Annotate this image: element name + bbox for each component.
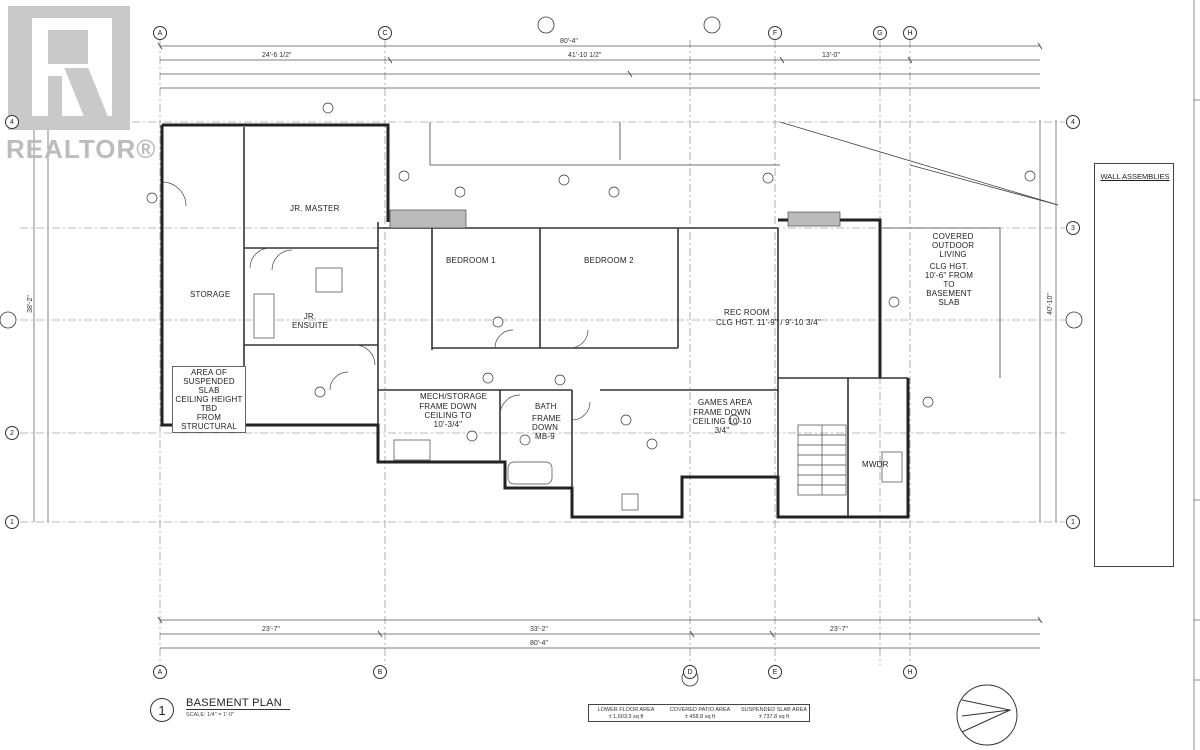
hatched-slab-area [389, 209, 467, 229]
grid-bubble-bottom-B: B [373, 665, 387, 679]
realtor-logo-text: REALTOR® [6, 134, 157, 164]
drawing-scale: SCALE: 1/4" = 1'-0" [186, 712, 234, 718]
grid-bubble-right-3: 3 [1066, 221, 1080, 235]
drawing-title: BASEMENT PLAN [186, 697, 283, 709]
room-games-area-ceiling: FRAME DOWN CEILING 10'-10 3/4" [692, 408, 752, 435]
light-fixtures [146, 102, 1036, 450]
room-jr-master: JR. MASTER [290, 204, 340, 213]
covered-outdoor-outline [429, 121, 1059, 378]
realtor-logo-mark-icon [8, 6, 130, 130]
drawing-number: 1 [150, 698, 174, 722]
area-patio-value: ± 458.8 sq ft [684, 714, 716, 720]
plumbing-fixtures [253, 267, 903, 511]
room-mech-storage: MECH/STORAGE [420, 392, 488, 401]
room-mech-storage-ceiling: FRAME DOWN CEILING TO 10'-3/4" [419, 402, 477, 429]
suspended-slab-note: AREA OF SUSPENDED SLAB CEILING HEIGHT TB… [172, 366, 246, 433]
legend-title: WALL ASSEMBLIES [1100, 172, 1170, 181]
grid-bubble-top-F: F [768, 26, 782, 40]
area-slab-label: SUSPENDED SLAB AREA [740, 707, 808, 713]
north-arrow-icon [956, 684, 1018, 746]
grid-bubble-bottom-H: H [903, 665, 917, 679]
dim-left-overall: 38'-2" [26, 295, 34, 313]
room-games-area: GAMES AREA [698, 398, 753, 407]
realtor-logo: REALTOR® [6, 6, 155, 164]
grid-bubble-left-1: 1 [5, 515, 19, 529]
grid-bubble-left-4: 4 [5, 115, 19, 129]
grid-bubble-top-A: A [153, 26, 167, 40]
top-dimension-lines [33, 45, 1057, 649]
grid-bubble-bottom-D: D [683, 665, 697, 679]
dim-top-c: 13'-0" [822, 52, 840, 59]
dim-right-overall: 40'-10" [1046, 293, 1054, 315]
grid-bubble-right-4: 4 [1066, 115, 1080, 129]
grid-bubble-right-1: 1 [1066, 515, 1080, 529]
door-swings [161, 181, 591, 421]
grid-bubble-bottom-E: E [768, 665, 782, 679]
room-storage: STORAGE [190, 290, 231, 299]
dim-top-b: 41'-10 1/2" [568, 52, 602, 59]
grid-bubble-top-H: H [903, 26, 917, 40]
title-underline [186, 709, 290, 710]
dim-bottom-overall: 80'-4" [530, 640, 548, 647]
grid-bubble-left-2: 2 [5, 426, 19, 440]
room-bedroom-2: BEDROOM 2 [584, 256, 634, 265]
hatched-slab-area-2 [787, 211, 841, 227]
room-rec-room: REC ROOM [724, 308, 770, 317]
drawing-title-block: 1 BASEMENT PLAN SCALE: 1/4" = 1'-0" [150, 693, 450, 733]
grid-lines [20, 40, 1065, 665]
staircase [797, 424, 847, 496]
area-lower-value: ± 1,603.3 sq ft [608, 714, 644, 720]
room-bath: BATH [535, 402, 557, 411]
room-covered-outdoor-living: COVERED OUTDOOR LIVING [932, 232, 975, 259]
dim-bottom-b: 33'-2" [530, 626, 548, 633]
dim-top-a: 24'-6 1/2" [262, 52, 292, 59]
area-lower-label: LOWER FLOOR AREA [597, 707, 655, 713]
room-rec-room-ceiling: CLG HGT. 11'-9" / 9'-10 3/4" [716, 318, 821, 327]
grid-bubble-bottom-A: A [153, 665, 167, 679]
dim-bottom-c: 23'-7" [830, 626, 848, 633]
room-jr-ensuite: JR. ENSUITE [292, 312, 329, 330]
area-summary-table: LOWER FLOOR AREA ± 1,603.3 sq ft COVERED… [588, 704, 810, 722]
area-patio-label: COVERED PATIO AREA [669, 707, 731, 713]
area-slab-value: ± 737.8 sq ft [758, 714, 790, 720]
sheet-edge-marks [1193, 0, 1200, 750]
grid-bubble-top-G: G [873, 26, 887, 40]
dim-top-overall: 80'-4" [560, 38, 578, 45]
room-bath-ceiling: FRAME DOWN MB-9 [532, 414, 561, 441]
grid-bubble-top-C: C [378, 26, 392, 40]
dim-bottom-a: 23'-7" [262, 626, 280, 633]
room-covered-outdoor-ceiling: CLG HGT. 10'-6" FROM TO BASEMENT SLAB [924, 262, 974, 307]
room-mudroom: MWDR [862, 460, 889, 469]
room-bedroom-1: BEDROOM 1 [446, 256, 496, 265]
dimension-ticks [157, 42, 1043, 638]
wall-assemblies-legend: WALL ASSEMBLIES [1094, 163, 1174, 567]
